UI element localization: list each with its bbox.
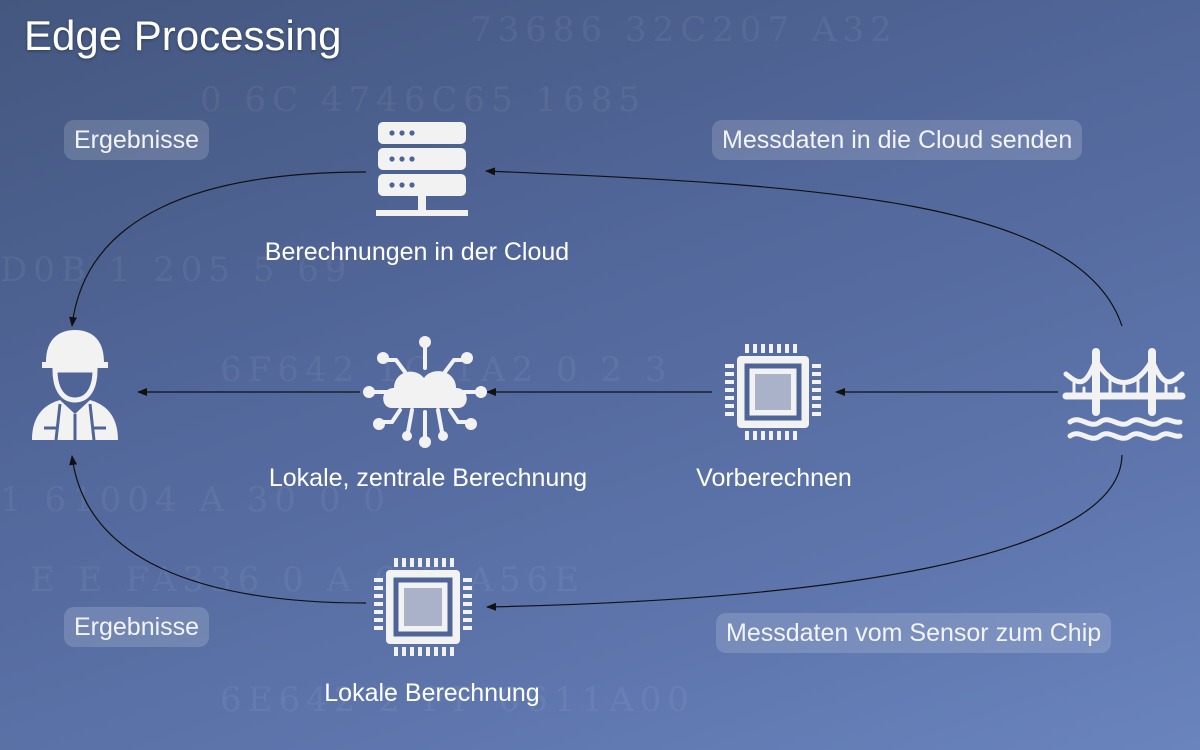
edge-label-cloud-results: Ergebnisse <box>64 120 210 160</box>
arrow-bridge-to-local <box>486 454 1123 611</box>
background-digits: D0B 1 205 5 69 <box>0 250 353 290</box>
node-label-cloud: Berechnungen in der Cloud <box>264 238 570 266</box>
background-digits: 1 61004 A 30 0 0 <box>0 480 391 520</box>
arrow-cloud-to-engineer <box>69 171 367 327</box>
arrow-local-to-engineer <box>69 455 367 604</box>
node-label-local: Lokale Berechnung <box>324 679 540 707</box>
edge-label-to-chip: Messdaten vom Sensor zum Chip <box>716 613 1112 653</box>
edge-label-to-cloud: Messdaten in die Cloud senden <box>712 120 1083 160</box>
arrow-bridge-to-cloud <box>485 167 1123 327</box>
node-label-central: Lokale, zentrale Berechnung <box>268 464 588 492</box>
background-digits: 6E642 2 FF 0611A00 <box>220 680 695 720</box>
background-digits: 73686 32C207 A32 <box>470 10 898 50</box>
background-digits: 0 6C 4746C65 1685 <box>200 80 647 120</box>
background-digits: E E FA336 0 A 6 D A56E <box>30 560 586 600</box>
edge-label-chip-results: Ergebnisse <box>64 607 210 647</box>
node-label-preprocess: Vorberechnen <box>696 464 852 492</box>
page-title: Edge Processing <box>24 12 342 59</box>
